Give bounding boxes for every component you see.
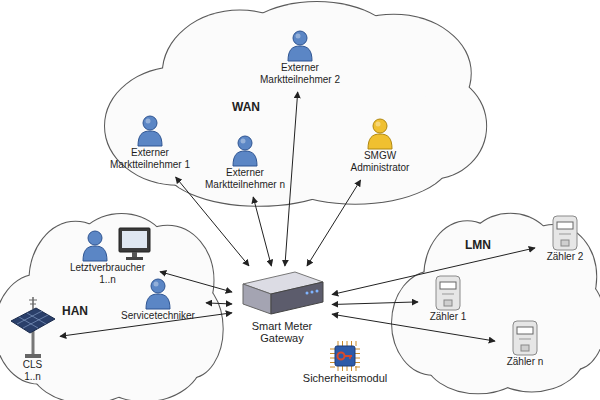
consumer: Letztverbraucher 1..n [55, 226, 160, 288]
meter: Zähler 1 [418, 275, 478, 327]
market-participant: Externer Marktteilnehmer 1 [100, 115, 200, 177]
meter: Zähler n [495, 320, 555, 372]
network-cloud: LMN Zähler 2 Zähler 1 Zähler n [392, 212, 600, 397]
node-label: CLS 1..n [18, 359, 48, 383]
node-label: Externer Marktteilnehmer n [199, 167, 291, 191]
node-label: Letztverbraucher 1..n [63, 262, 153, 286]
node-label: Servicetechniker [121, 310, 195, 322]
gateway-device-icon [237, 266, 327, 320]
solar-panel-icon [8, 295, 58, 359]
zone-label: WAN [232, 100, 260, 114]
smart-meter-gateway: Smart Meter Gateway [232, 266, 332, 346]
meter-icon [512, 320, 538, 356]
node-label: Externer Marktteilnehmer 1 [104, 147, 196, 171]
market-participant: Externer Marktteilnehmer n [195, 135, 295, 197]
security-chip-icon [329, 340, 361, 372]
node-label: Sicherheitsmodul [303, 372, 387, 384]
meter-icon [552, 215, 578, 251]
person-icon [136, 115, 164, 147]
person-icon [366, 118, 394, 150]
network-cloud: WAN Externer Marktteilnehmer 2 Externer Ma… [105, 0, 490, 210]
zone-label: LMN [465, 238, 491, 252]
security-module: Sicherheitsmodul [297, 340, 393, 390]
person-icon [144, 278, 172, 310]
person-icon [231, 135, 259, 167]
market-participant: Externer Marktteilnehmer 2 [250, 30, 350, 92]
person-icon [286, 30, 314, 62]
network-cloud: HAN Letztverbraucher 1..nServicetechniker… [0, 212, 225, 400]
node-label: Externer Marktteilnehmer 2 [254, 62, 346, 86]
meter-icon [435, 275, 461, 311]
consumer-icon [63, 226, 153, 262]
connector-arrow [253, 197, 271, 266]
node-label: Zähler 2 [547, 251, 584, 263]
cls-device: CLS 1..n [5, 295, 60, 385]
service-technician: Servicetechniker [110, 278, 206, 324]
administrator: SMGW Administrator [335, 118, 425, 180]
meter: Zähler 2 [535, 215, 595, 267]
node-label: Zähler 1 [430, 311, 467, 323]
node-label: Smart Meter Gateway [247, 320, 317, 344]
node-label: Zähler n [507, 356, 544, 368]
node-label: SMGW Administrator [340, 150, 420, 174]
zone-label: HAN [62, 304, 88, 318]
